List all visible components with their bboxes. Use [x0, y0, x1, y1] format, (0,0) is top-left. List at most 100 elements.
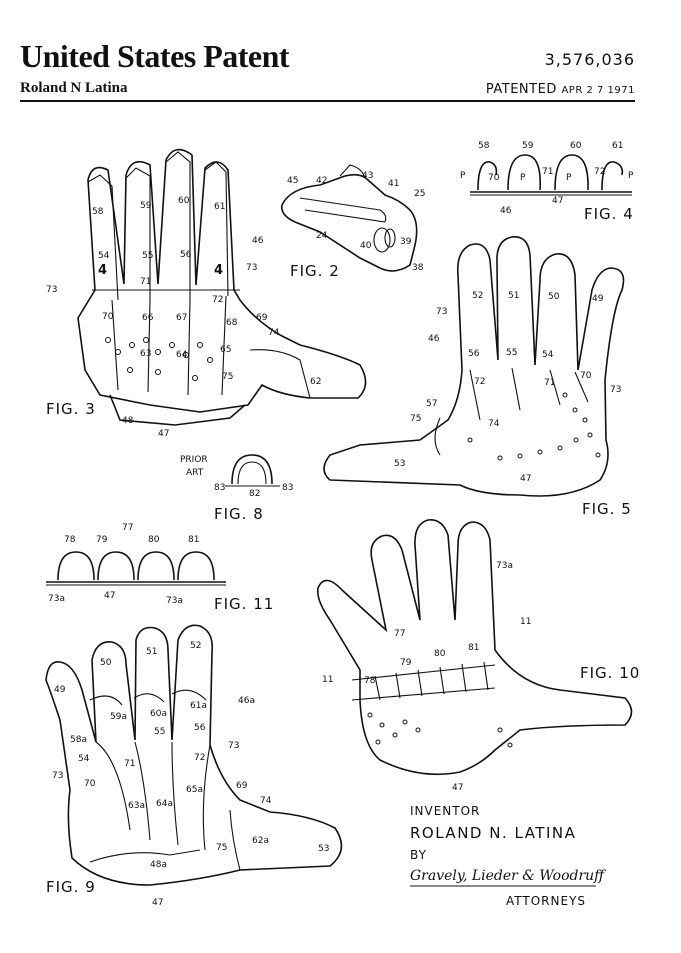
fig2-labels: 45 42 43 41 25 24 40 39 38: [287, 171, 425, 273]
ref-label: 46a: [238, 696, 255, 706]
fig8-caption: FIG. 8: [214, 505, 264, 523]
fig9-drawing: [45, 624, 343, 886]
patent-number: 3,576,036: [544, 50, 635, 69]
prior-art-label: ART: [186, 468, 204, 478]
ref-label: 70: [84, 779, 96, 789]
signature-block: INVENTOR ROLAND N. LATINA BY ATTORNEYS: [410, 804, 585, 908]
ref-label: 74: [268, 328, 280, 338]
ref-label: 53: [318, 844, 329, 854]
ref-label: 56: [194, 723, 206, 733]
ref-label: 71: [544, 378, 555, 388]
patented-date: PATENTED APR 2 7 1971: [486, 82, 635, 97]
ref-label: 4: [98, 263, 107, 278]
fig5-perforations: [467, 392, 601, 461]
ref-label: 72: [212, 295, 223, 305]
ref-label: 54: [98, 251, 110, 261]
patented-label: PATENTED: [485, 82, 557, 97]
ref-label: 55: [506, 348, 517, 358]
date-value: APR 2 7 1971: [561, 85, 635, 96]
fig11-caption: FIG. 11: [214, 595, 274, 613]
ref-label: 71: [124, 759, 135, 769]
fig10-caption: FIG. 10: [580, 664, 640, 682]
ref-label: 53: [394, 459, 405, 469]
patent-title: United States Patent: [20, 38, 290, 74]
ref-label: 73: [610, 385, 621, 395]
inventor-label: INVENTOR: [410, 804, 481, 818]
ref-label: 71: [542, 167, 553, 177]
ref-label: 73: [436, 307, 447, 317]
header-rule: [20, 100, 635, 102]
fig3-perforations: [105, 337, 213, 381]
ref-label: 69: [236, 781, 248, 791]
ref-label: 40: [360, 241, 372, 251]
ref-label: P: [628, 171, 634, 181]
fig4-caption: FIG. 4: [584, 205, 634, 223]
ref-label: 83: [282, 483, 293, 493]
ref-label: 82: [249, 489, 260, 499]
ref-label: 56: [468, 349, 480, 359]
ref-label: 70: [488, 173, 500, 183]
ref-label: 65a: [186, 785, 203, 795]
ref-label: 71: [140, 277, 151, 287]
ref-label: 46: [500, 206, 512, 216]
fig10-drawing: [316, 518, 633, 776]
inventor-name: Roland N Latina: [20, 80, 128, 96]
fig4-labels: 58 59 60 61 P 70 P 71 P 72 P 46 47: [460, 141, 634, 216]
ref-label: 62a: [252, 836, 269, 846]
ref-label: 70: [102, 312, 114, 322]
ref-label: P: [566, 173, 572, 183]
ref-label: 54: [542, 350, 554, 360]
ref-label: 60: [178, 196, 190, 206]
ref-label: 25: [414, 189, 425, 199]
ref-label: 72: [594, 167, 605, 177]
ref-label: 54: [78, 754, 90, 764]
ref-label: 73a: [48, 594, 65, 604]
ref-label: 47: [520, 474, 531, 484]
ref-label: 72: [474, 377, 485, 387]
ref-label: 74: [488, 419, 500, 429]
ref-label: 58a: [70, 735, 87, 745]
fig11-labels: 77 78 79 80 81 73a 47 73a: [48, 523, 199, 606]
ref-label: 11: [520, 617, 531, 627]
fig8-drawing: [225, 454, 280, 487]
fig10-perforations: [367, 712, 513, 748]
fig9-caption: FIG. 9: [46, 878, 96, 896]
ref-label: 61a: [190, 701, 207, 711]
ref-label: 61: [612, 141, 623, 151]
fig5-drawing: [323, 236, 625, 497]
ref-label: 38: [412, 263, 424, 273]
ref-label: 73a: [166, 596, 183, 606]
fig3-drawing: [77, 148, 367, 426]
ref-label: 51: [146, 647, 157, 657]
ref-label: 48: [122, 416, 134, 426]
ref-label: 68: [226, 318, 238, 328]
inventor-full-name: ROLAND N. LATINA: [410, 824, 577, 842]
ref-label: 80: [148, 535, 160, 545]
ref-label: 80: [434, 649, 446, 659]
ref-label: 75: [410, 414, 421, 424]
fig8-labels: PRIOR ART 83 82 83: [180, 455, 293, 499]
ref-label: 55: [142, 251, 153, 261]
ref-label: 47: [158, 429, 169, 439]
ref-label: 39: [400, 237, 412, 247]
ref-label: 70: [580, 371, 592, 381]
ref-label: 62: [310, 377, 321, 387]
ref-label: 59a: [110, 712, 127, 722]
ref-label: 24: [316, 231, 328, 241]
ref-label: 63a: [128, 801, 145, 811]
ref-label: 46: [428, 334, 440, 344]
ref-label: 73: [52, 771, 63, 781]
ref-label: P: [520, 173, 526, 183]
ref-label: 49: [592, 294, 604, 304]
ref-label: 50: [100, 658, 112, 668]
ref-label: 4: [214, 263, 223, 278]
ref-label: 61: [214, 202, 225, 212]
ref-label: 45: [287, 176, 298, 186]
ref-label: 77: [394, 629, 405, 639]
fig3-labels: 58 59 60 61 46 54 55 56 73 4 71 4 72 73 …: [46, 196, 321, 439]
ref-label: 79: [96, 535, 108, 545]
by-label: BY: [410, 848, 427, 862]
fig10-labels: 73a 11 77 78 79 80 81 11 47: [322, 561, 531, 793]
ref-label: 52: [472, 291, 483, 301]
